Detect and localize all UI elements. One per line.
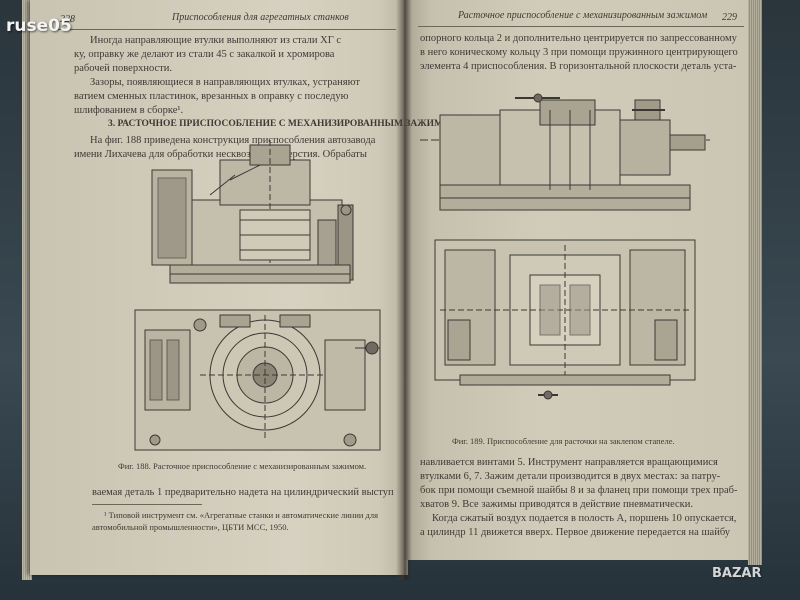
right-para1-line: в него коническому кольцу 3 при помощи п… xyxy=(420,47,738,58)
right-para2-line: втулками 6, 7. Зажим детали производится… xyxy=(420,471,721,482)
left-para2-line: шлифованием в сборке¹. xyxy=(74,105,184,116)
left-page-edges xyxy=(22,0,32,580)
left-page-number: 228 xyxy=(60,14,75,25)
right-page-edges xyxy=(748,0,762,565)
left-para1-line: Иногда направляющие втулки выполняют из … xyxy=(90,35,342,46)
left-para3-line: имени Лихачева для обработки несквозного… xyxy=(74,149,367,160)
right-running-head: Расточное приспособление с механизирован… xyxy=(458,10,708,21)
book-gutter xyxy=(396,0,412,580)
site-watermark: ruse05 xyxy=(6,16,72,36)
right-para2-line: навливается винтами 5. Инструмент направ… xyxy=(420,457,718,468)
left-page xyxy=(30,0,408,575)
left-para1-line: ку, оправку же делают из стали 45 с зака… xyxy=(74,49,335,60)
right-para1-line: опорного кольца 2 и дополнительно центри… xyxy=(420,33,737,44)
figure-189-drawing xyxy=(420,93,710,400)
section-heading: 3. РАСТОЧНОЕ ПРИСПОСОБЛЕНИЕ С МЕХАНИЗИРО… xyxy=(108,119,460,129)
right-header-rule xyxy=(418,26,744,27)
left-para2-line: Зазоры, появляющиеся в направляющих втул… xyxy=(90,77,360,88)
left-running-head: Приспособления для агрегатных станков xyxy=(172,12,349,23)
right-para2-line: хватов 9. Все зажимы приводятся в действ… xyxy=(420,499,694,510)
figure-189-caption: Фиг. 189. Приспособление для расточки на… xyxy=(452,436,675,446)
corner-logo: BAZAR xyxy=(712,566,762,581)
left-para2-line: ватием сменных пластинок, врезанных в оп… xyxy=(74,91,349,102)
footnote-line: автомобильной промышленности», ЦБТИ МСС,… xyxy=(92,522,289,532)
footnote-line: ¹ Типовой инструмент см. «Агрегатные ста… xyxy=(104,510,379,520)
left-para1-line: рабочей поверхности. xyxy=(74,63,172,74)
right-page-number: 229 xyxy=(722,12,737,23)
figure-188-caption: Фиг. 188. Расточное приспособление с мех… xyxy=(118,461,367,471)
figure-188-drawing xyxy=(134,140,381,451)
left-header-rule xyxy=(58,29,396,30)
right-para2-line: а цилиндр 11 движется вверх. Первое движ… xyxy=(420,527,731,538)
right-para2-line: бок при помощи съемной шайбы 8 и за флан… xyxy=(420,485,738,496)
right-para1-line: элемента 4 приспособления. В горизонталь… xyxy=(420,61,737,72)
right-para2-line: Когда сжатый воздух подается в полость А… xyxy=(432,513,737,524)
left-para3-line: На фиг. 188 приведена конструкция приспо… xyxy=(90,135,376,146)
left-continuation-line: ваемая деталь 1 предварительно надета на… xyxy=(92,487,394,498)
footnote-rule xyxy=(92,504,202,505)
